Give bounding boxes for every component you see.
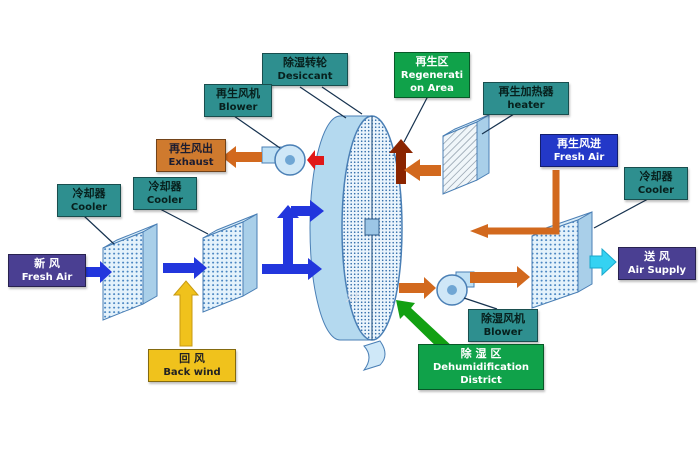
label-regeneration-area-en2: on Area — [410, 83, 454, 95]
label-regen-blower-en: Blower — [218, 102, 258, 114]
label-cooler-left-1: 冷却器 Cooler — [57, 184, 121, 218]
wheel-hub — [364, 218, 380, 236]
label-back-wind-zh: 回 风 — [179, 352, 205, 365]
label-regeneration-area-en1: Regenerati — [400, 70, 464, 82]
wheel-bottom-curl — [362, 340, 386, 371]
arrow-dehum-district-pointer — [396, 300, 454, 356]
regen-heater-panel — [442, 114, 490, 195]
arrow-fresh-air-in — [80, 261, 112, 283]
label-fresh-air: 新 风 Fresh Air — [8, 254, 86, 288]
label-back-wind-en: Back wind — [163, 367, 221, 379]
label-dehum-district: 除 湿 区 Dehumidification District — [418, 344, 544, 391]
label-cooler-left-1-zh: 冷却器 — [72, 187, 106, 200]
arrow-wheel-to-dehum-fan — [399, 277, 436, 299]
arrow-branch-up — [277, 205, 299, 264]
regen-blower-fan — [261, 144, 306, 176]
label-regen-exhaust: 再生风出 Exhaust — [156, 139, 226, 173]
label-desiccant-wheel-en: Desiccant — [277, 71, 333, 83]
arrow-exhaust-out — [222, 146, 262, 168]
label-regen-fresh-air-en: Fresh Air — [553, 152, 605, 164]
label-regen-fresh-air: 再生风进 Fresh Air — [540, 134, 618, 168]
label-regen-heater: 再生加热器 heater — [483, 82, 569, 116]
arrow-branch-to-wheel-upper — [291, 200, 324, 222]
arrow-wheel-to-regen-fan — [307, 150, 324, 170]
label-dehum-blower-zh: 除湿风机 — [481, 312, 525, 325]
watermark-text: xt — [345, 291, 360, 306]
label-dehum-district-en2: District — [460, 375, 502, 387]
label-desiccant-wheel: 除湿转轮 Desiccant — [262, 53, 348, 87]
label-dehum-blower: 除湿风机 Blower — [468, 309, 538, 343]
label-cooler-right-en: Cooler — [637, 185, 675, 197]
cooler-panel-right — [531, 211, 593, 309]
label-regen-blower-zh: 再生风机 — [216, 87, 260, 100]
arrow-cooler2-to-wheel-lower — [262, 258, 322, 280]
label-regen-fresh-air-zh: 再生风进 — [557, 137, 601, 150]
label-regen-heater-zh: 再生加热器 — [498, 85, 554, 98]
label-cooler-right-zh: 冷却器 — [639, 170, 673, 183]
cooler-panel-left-2 — [202, 213, 258, 313]
label-cooler-right: 冷却器 Cooler — [624, 167, 688, 201]
label-air-supply-en: Air Supply — [627, 265, 687, 277]
arrow-air-supply-out — [589, 247, 617, 277]
regen-fresh-air-duct — [486, 170, 560, 235]
label-cooler-left-2-zh: 冷却器 — [148, 180, 182, 193]
label-fresh-air-en: Fresh Air — [21, 272, 73, 284]
label-regen-exhaust-en: Exhaust — [168, 157, 214, 169]
label-dehum-district-zh: 除 湿 区 — [460, 347, 502, 360]
arrow-cooler1-to-cooler2 — [163, 257, 207, 279]
label-dehum-blower-en: Blower — [483, 327, 523, 339]
arrow-back-wind-up — [172, 280, 200, 347]
label-back-wind: 回 风 Back wind — [148, 349, 236, 383]
label-cooler-left-2: 冷却器 Cooler — [133, 177, 197, 211]
label-cooler-left-2-en: Cooler — [146, 195, 184, 207]
arrow-heater-to-wheel — [404, 159, 441, 181]
leader-lines — [83, 86, 649, 310]
arrow-dehum-fan-to-cooler — [470, 266, 530, 288]
label-air-supply: 送 风 Air Supply — [618, 247, 696, 281]
cooler-panel-left-1 — [102, 223, 158, 321]
label-dehum-district-en1: Dehumidification — [432, 362, 530, 374]
label-regen-exhaust-zh: 再生风出 — [169, 142, 213, 155]
label-regeneration-area: 再生区 Regenerati on Area — [394, 52, 470, 99]
label-regen-blower: 再生风机 Blower — [204, 84, 272, 118]
arrow-regen-zone-up — [389, 139, 413, 184]
label-air-supply-zh: 送 风 — [644, 250, 670, 263]
label-desiccant-wheel-zh: 除湿转轮 — [283, 56, 327, 69]
label-regeneration-area-zh: 再生区 — [415, 55, 449, 68]
arrow-regen-fresh-air-into-heater — [470, 224, 488, 238]
label-fresh-air-zh: 新 风 — [34, 257, 60, 270]
desiccant-wheel — [309, 115, 403, 341]
label-regen-heater-en: heater — [507, 100, 545, 112]
label-cooler-left-1-en: Cooler — [70, 202, 108, 214]
